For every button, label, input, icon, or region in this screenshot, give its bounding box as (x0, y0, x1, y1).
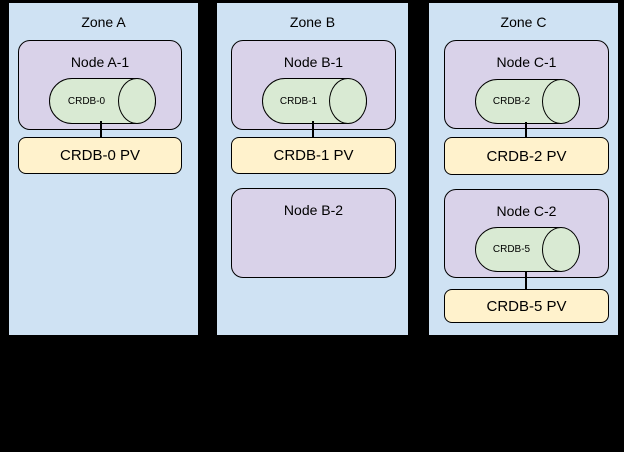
cylinder-cap-icon (329, 78, 367, 124)
connector-crdb-0-to-pv (100, 121, 102, 138)
node-c-2: Node C-2 CRDB-5 (444, 189, 609, 278)
node-b-1: Node B-1 CRDB-1 (231, 40, 396, 130)
zone-b: Zone B Node B-1 CRDB-1 CRDB-1 PV Node B-… (215, 1, 410, 337)
zone-c: Zone C Node C-1 CRDB-2 CRDB-2 PV Node C-… (427, 1, 620, 337)
cylinder-cap-icon (542, 79, 580, 124)
node-c-1-title: Node C-1 (496, 54, 557, 70)
node-b-2: Node B-2 (231, 188, 396, 278)
pod-crdb-1-label: CRDB-1 (279, 95, 318, 107)
zone-b-title: Zone B (289, 14, 336, 30)
node-c-1: Node C-1 CRDB-2 (444, 40, 609, 129)
pv-crdb-0-label: CRDB-0 PV (59, 147, 141, 164)
pv-crdb-1-label: CRDB-1 PV (273, 147, 354, 164)
connector-crdb-1-to-pv (312, 121, 314, 138)
cylinder-cap-icon (118, 78, 156, 124)
pod-crdb-0: CRDB-0 (49, 78, 156, 124)
pv-crdb-5-label: CRDB-5 PV (486, 297, 567, 315)
zone-a-title: Zone A (81, 14, 126, 30)
node-b-2-title: Node B-2 (283, 202, 344, 218)
pv-crdb-2-label: CRDB-2 PV (486, 147, 567, 165)
connector-crdb-5-to-pv (525, 271, 527, 289)
node-c-2-title: Node C-2 (496, 203, 557, 219)
node-a-1-title: Node A-1 (70, 54, 130, 70)
pod-crdb-0-label: CRDB-0 (67, 95, 106, 107)
node-a-1: Node A-1 CRDB-0 (18, 40, 182, 130)
node-b-1-title: Node B-1 (283, 54, 344, 70)
zone-a: Zone A Node A-1 CRDB-0 CRDB-0 PV (7, 1, 200, 337)
pod-crdb-5-label: CRDB-5 (492, 244, 531, 255)
pv-crdb-1: CRDB-1 PV (231, 137, 396, 174)
pod-crdb-2: CRDB-2 (475, 79, 580, 124)
pv-crdb-5: CRDB-5 PV (444, 289, 609, 323)
pv-crdb-2: CRDB-2 PV (444, 137, 609, 175)
pod-crdb-2-label: CRDB-2 (492, 96, 531, 107)
pod-crdb-1: CRDB-1 (262, 78, 367, 124)
connector-crdb-2-to-pv (525, 122, 527, 138)
pod-crdb-5: CRDB-5 (475, 227, 580, 272)
zone-c-title: Zone C (500, 14, 547, 30)
pv-crdb-0: CRDB-0 PV (18, 137, 182, 174)
cylinder-cap-icon (542, 227, 580, 272)
